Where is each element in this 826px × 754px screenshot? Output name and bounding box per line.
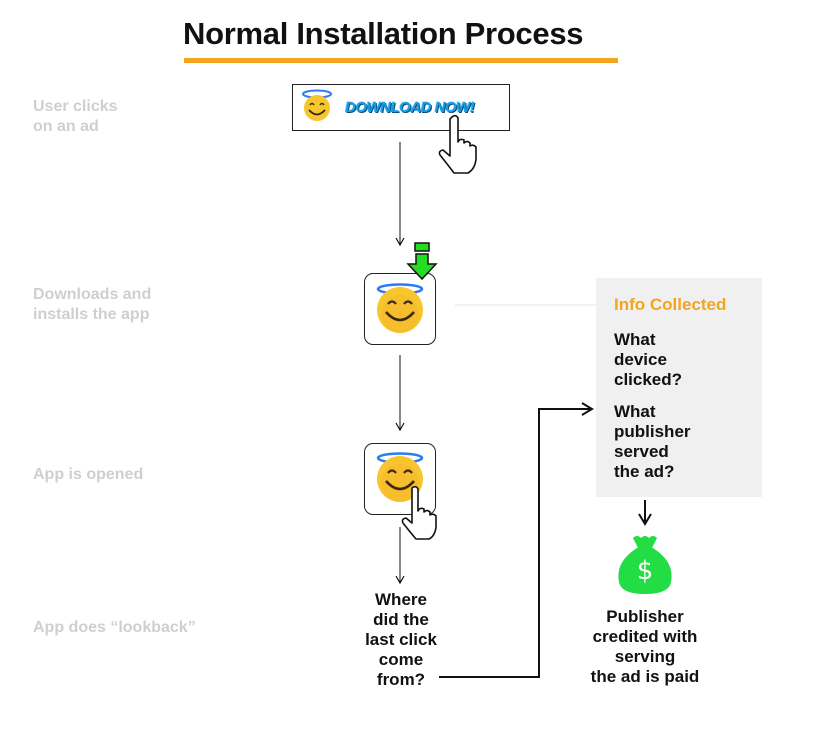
- diagram-title: Normal Installation Process: [183, 16, 584, 51]
- info-question-line: What: [614, 330, 656, 349]
- info-question-line: What: [614, 402, 656, 421]
- step-label-line: installs the app: [33, 306, 150, 323]
- question-line: come: [378, 650, 424, 669]
- info-question-line: served: [614, 442, 669, 461]
- info-question-line: publisher: [614, 422, 691, 441]
- step-label-line: App does “lookback”: [33, 619, 196, 636]
- arrow-lookback-to-info: [439, 402, 594, 678]
- step-label-line: App is opened: [33, 466, 144, 483]
- info-question-line: clicked?: [614, 370, 683, 389]
- info-collected-title: Info Collected: [614, 295, 727, 314]
- step-label-line: on an ad: [33, 118, 99, 135]
- question-line: last click: [365, 630, 437, 649]
- dollar-sign: $: [636, 556, 654, 586]
- info-collected-box: [596, 278, 762, 497]
- info-question-line: device: [614, 350, 667, 369]
- step-label-lookback: App does “lookback”: [33, 618, 196, 638]
- question-line: Where: [375, 590, 427, 609]
- download-now-button-text[interactable]: DOWNLOAD NOW!: [345, 99, 475, 116]
- app-icon-installing: [364, 273, 436, 345]
- outcome-line: the ad is paid: [590, 667, 700, 686]
- info-question-device: What device clicked?: [614, 330, 682, 390]
- lookback-question: Where did the last click come from?: [355, 590, 447, 690]
- question-line: did the: [373, 610, 429, 629]
- outcome-line: credited with: [592, 627, 698, 646]
- app-icon-opened: [364, 443, 436, 515]
- step-label-line: User clicks: [33, 98, 118, 115]
- question-line: from?: [376, 670, 426, 689]
- info-question-line: the ad?: [614, 462, 675, 481]
- title-underline: [184, 58, 618, 63]
- outcome-line: Publisher: [606, 607, 684, 626]
- outcome-line: serving: [614, 647, 676, 666]
- step-label-user-clicks: User clicks on an ad: [33, 97, 118, 137]
- info-question-publisher: What publisher served the ad?: [614, 402, 691, 482]
- step-label-app-opened: App is opened: [33, 465, 143, 485]
- outcome-text: Publisher credited with serving the ad i…: [570, 607, 720, 687]
- step-label-line: Downloads and: [33, 286, 152, 303]
- step-label-downloads: Downloads and installs the app: [33, 285, 151, 325]
